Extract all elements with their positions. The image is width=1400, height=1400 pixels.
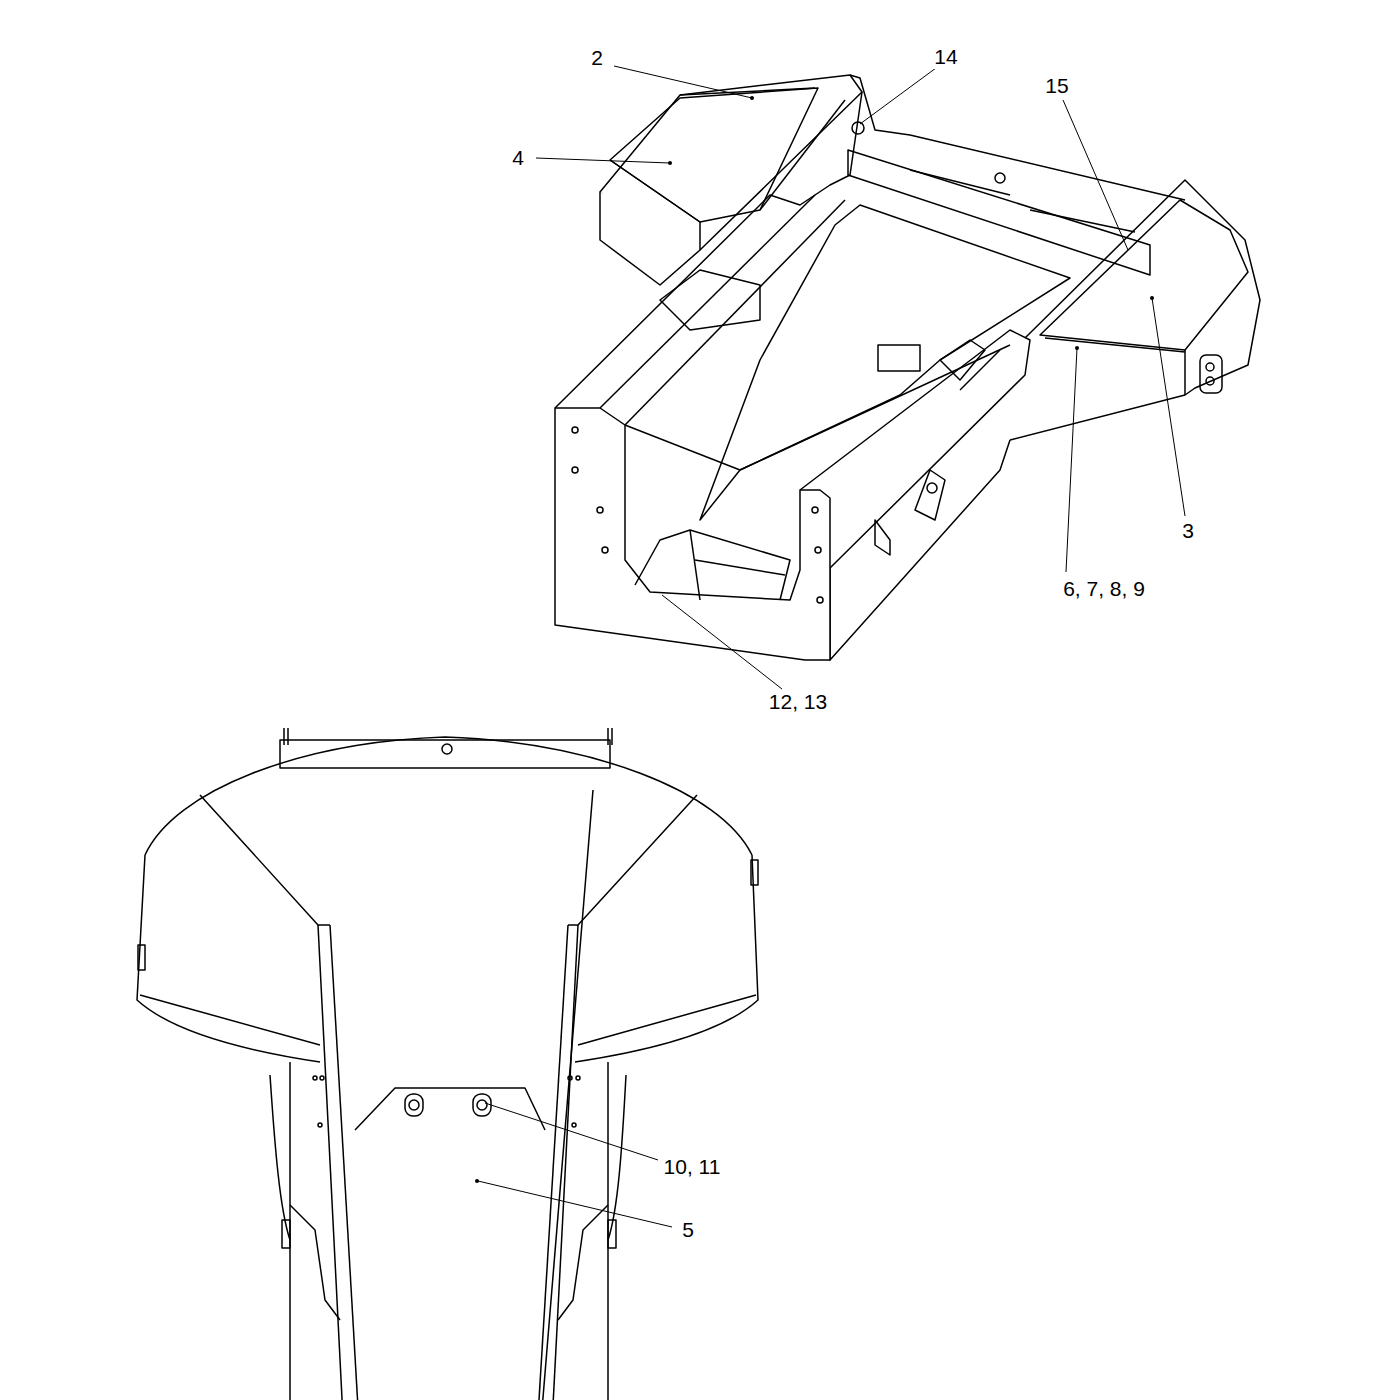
callout-number: 15 bbox=[1043, 74, 1070, 97]
leader-lines bbox=[478, 66, 1185, 1227]
callout-number: 2 bbox=[589, 46, 605, 69]
callout-number: 6, 7, 8, 9 bbox=[1061, 577, 1147, 600]
callout-number: 3 bbox=[1180, 519, 1196, 542]
callout-number: 4 bbox=[510, 146, 526, 169]
callout-number: 14 bbox=[932, 45, 959, 68]
callout-number: 10, 11 bbox=[662, 1155, 723, 1178]
callout-number: 12, 13 bbox=[767, 690, 829, 713]
callout-number: 5 bbox=[680, 1218, 696, 1241]
frame-rear-view bbox=[137, 728, 758, 1400]
